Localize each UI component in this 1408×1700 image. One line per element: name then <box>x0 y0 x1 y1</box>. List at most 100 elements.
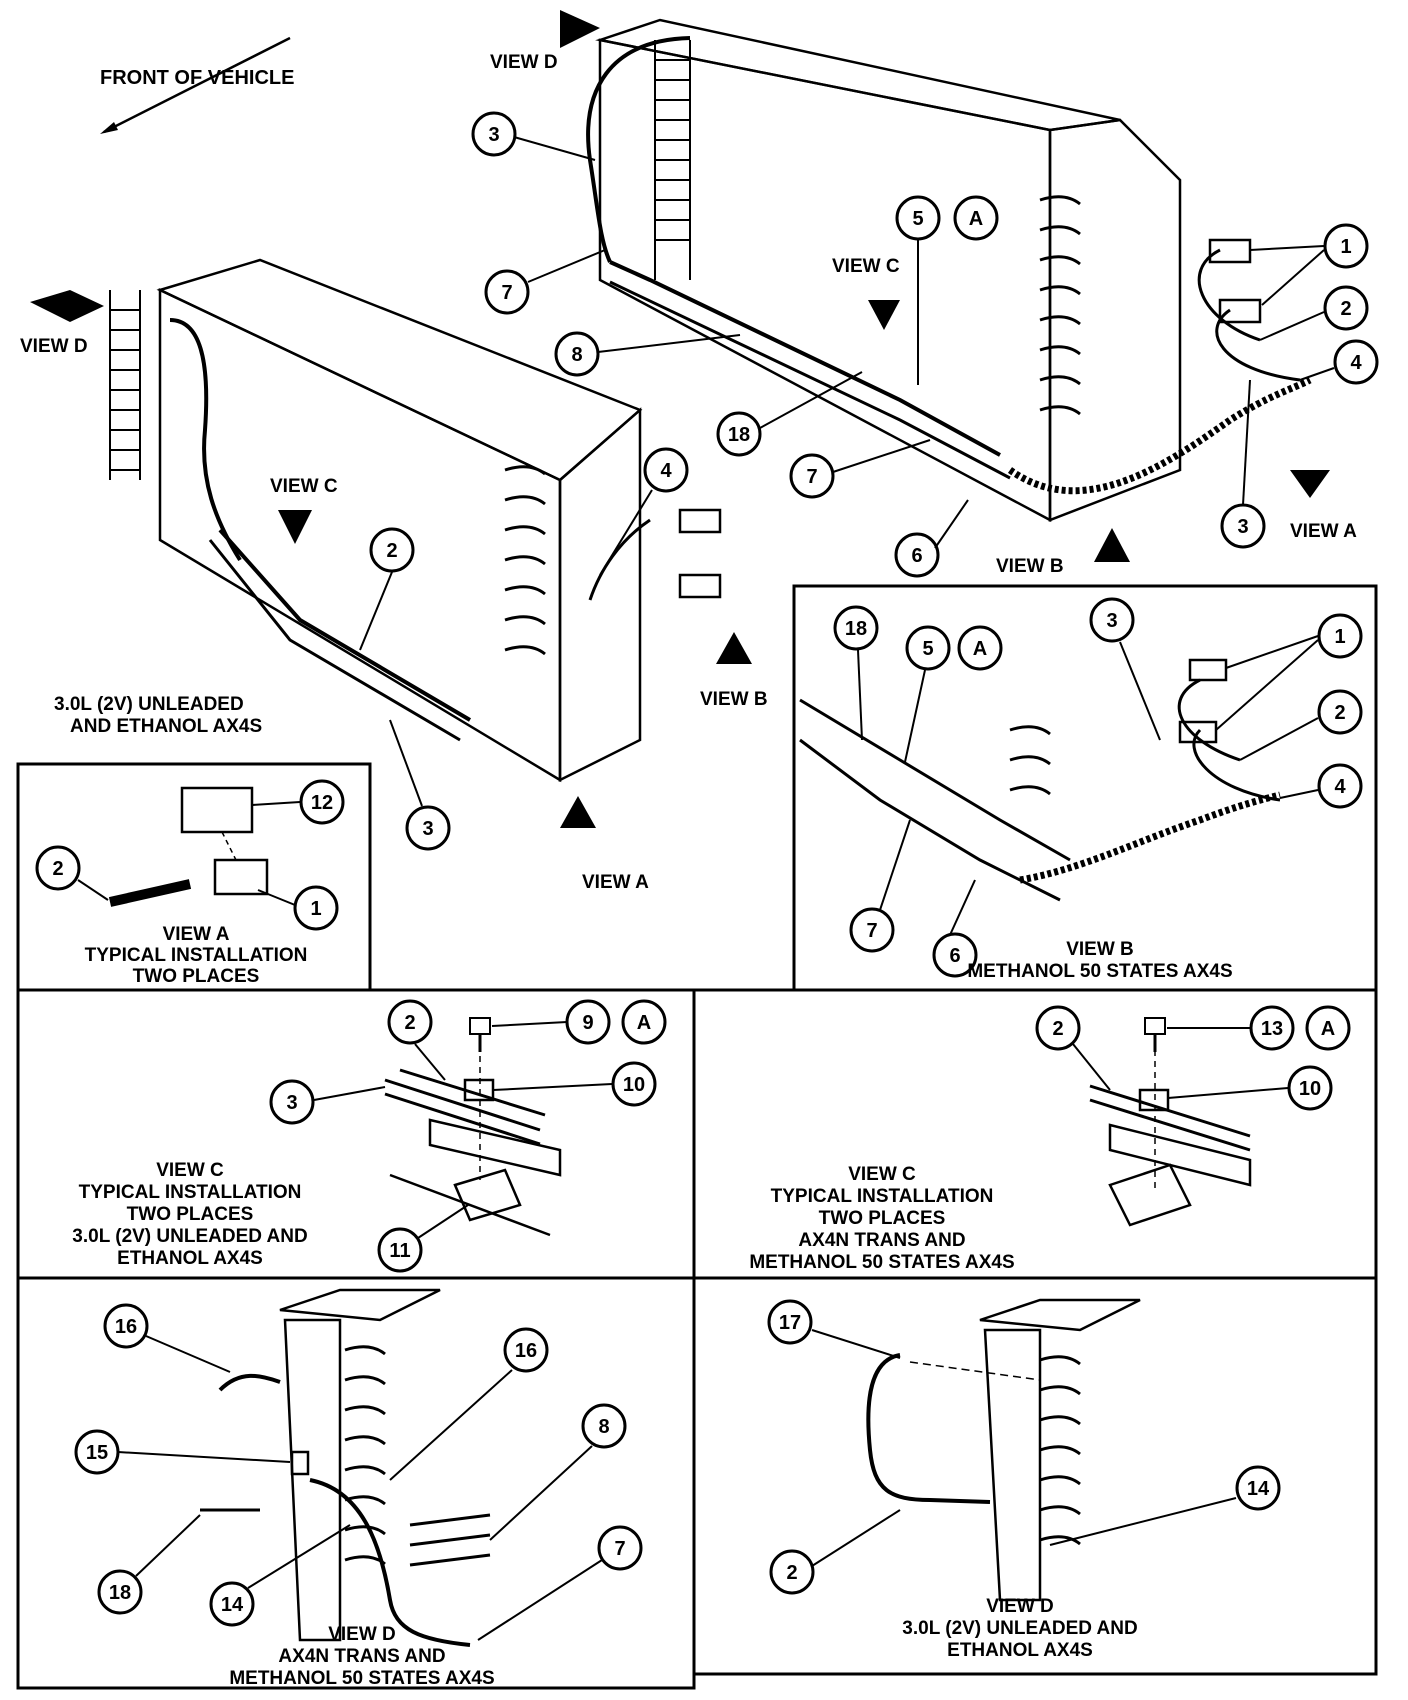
upper-view-c-label: VIEW C <box>832 256 900 277</box>
view-c-right-callout-13: 13 <box>1167 1005 1295 1051</box>
view-b-tube-lower <box>799 738 1061 902</box>
lower-callout-3: 3 <box>389 719 451 851</box>
upper-callout-7a: 7 <box>484 249 606 315</box>
svg-text:3: 3 <box>488 124 499 146</box>
view-d-right-callout-2: 2 <box>769 1509 901 1595</box>
view-c-left-mount-plate <box>453 1168 522 1222</box>
view-b-callout-4: 4 <box>1279 763 1363 809</box>
svg-text:1: 1 <box>1340 236 1351 258</box>
lower-callout-4: 4 <box>599 447 689 576</box>
view-d-left-callout-7: 7 <box>477 1525 643 1641</box>
view-b-callout-1: 1 <box>1215 613 1363 731</box>
view-d-left-fitting-15 <box>290 1450 310 1476</box>
view-b-callout-a: A <box>957 625 1003 671</box>
upper-view-a-label: VIEW A <box>1290 521 1357 542</box>
svg-text:3: 3 <box>286 1092 297 1114</box>
upper-callout-6: 6 <box>894 499 969 578</box>
svg-text:16: 16 <box>515 1340 537 1362</box>
view-c-left-mount-rail <box>389 1173 551 1237</box>
lower-view-c-label: VIEW C <box>270 476 338 497</box>
view-d-left-top-cap <box>279 1288 441 1322</box>
view-b-callout-6: 6 <box>932 879 978 978</box>
lower-caption-line-1: 3.0L (2V) UNLEADED <box>54 694 244 715</box>
view-c-right-caption-3: TWO PLACES <box>819 1208 946 1229</box>
upper-radiator-top-bar <box>595 18 1121 132</box>
upper-view-b-arrow <box>1094 528 1130 562</box>
view-d-right-top-cap <box>979 1298 1141 1332</box>
view-c-left-caption-5: ETHANOL AX4S <box>117 1248 263 1269</box>
upper-cooler-tube-8 <box>609 260 1001 457</box>
upper-callout-a: A <box>953 195 999 241</box>
svg-text:7: 7 <box>806 466 817 488</box>
panel-view-a: 12 2 1 VIEW A TYPICAL INSTALLATION TWO P… <box>16 762 372 992</box>
view-d-right-cooler-line-2 <box>866 1353 991 1504</box>
view-d-left-caption-3: METHANOL 50 STATES AX4S <box>229 1668 494 1689</box>
view-c-left-caption-3: TWO PLACES <box>127 1204 254 1225</box>
view-d-right-caption-3: ETHANOL AX4S <box>947 1640 1093 1661</box>
svg-text:9: 9 <box>582 1012 593 1034</box>
front-direction-arrow <box>103 36 291 134</box>
view-d-right-callout-17: 17 <box>767 1299 901 1359</box>
upper-callout-2: 2 <box>1259 285 1369 341</box>
lower-view-d-arrow <box>30 290 104 322</box>
view-d-left-caption-2: AX4N TRANS AND <box>278 1646 445 1667</box>
svg-text:10: 10 <box>1299 1078 1321 1100</box>
view-c-left-bolt-icon <box>469 1017 491 1052</box>
upper-fitting-1b <box>1218 298 1262 324</box>
view-c-left-callout-9: 9 <box>491 999 611 1045</box>
upper-view-d-arrow <box>560 10 600 48</box>
lower-view-c-arrow <box>278 510 312 544</box>
view-a-clip-12 <box>180 786 254 834</box>
upper-view-a-arrow <box>1290 470 1330 498</box>
view-c-right-callout-a: A <box>1305 1005 1351 1051</box>
svg-text:2: 2 <box>786 1562 797 1584</box>
svg-text:A: A <box>1321 1018 1335 1040</box>
view-b-callout-7: 7 <box>849 819 911 953</box>
lower-fin-ladder <box>109 290 141 480</box>
panel-view-d-right: 17 14 2 VIEW D 3.0L (2V) UNLEADED AND ET… <box>692 1276 1378 1676</box>
lower-caption-line-2: AND ETHANOL AX4S <box>70 716 262 737</box>
view-a-caption-2: TYPICAL INSTALLATION <box>85 945 308 966</box>
upper-corrugated-harness <box>1007 376 1312 495</box>
view-c-right-bolt-icon <box>1144 1017 1166 1052</box>
svg-text:4: 4 <box>1350 352 1362 374</box>
upper-callout-3b: 3 <box>1220 379 1266 549</box>
view-c-right-mount-plate <box>1108 1163 1192 1227</box>
view-b-fitting-bottom <box>1178 720 1218 744</box>
view-b-tube-upper <box>799 698 1071 862</box>
svg-text:A: A <box>973 638 987 660</box>
view-b-fitting-top <box>1188 658 1228 682</box>
view-b-callout-3: 3 <box>1089 597 1161 741</box>
upper-view-c-arrow <box>868 300 900 330</box>
panel-view-c-left: 2 9 A 10 3 11 VIEW C TYPICAL INSTALLATIO… <box>16 988 696 1280</box>
view-d-left-tubes-8 <box>409 1513 491 1567</box>
main-lower-drawing: VIEW D VIEW C VIEW B VIEW A 3.0L (2V) UN… <box>20 258 768 893</box>
svg-text:3: 3 <box>1106 610 1117 632</box>
svg-text:18: 18 <box>109 1582 131 1604</box>
svg-text:8: 8 <box>598 1416 609 1438</box>
view-d-left-cooler-line <box>309 1478 471 1647</box>
front-of-vehicle-indicator: FRONT OF VEHICLE <box>100 36 294 134</box>
svg-text:5: 5 <box>922 638 933 660</box>
upper-view-d-label: VIEW D <box>490 52 558 73</box>
upper-callout-7b: 7 <box>789 439 931 499</box>
view-a-caption-1: VIEW A <box>163 924 230 945</box>
view-d-left-callout-16a: 16 <box>103 1303 231 1373</box>
view-c-left-bracket <box>428 1118 562 1177</box>
svg-text:2: 2 <box>52 858 63 880</box>
svg-text:A: A <box>969 208 983 230</box>
svg-text:17: 17 <box>779 1312 801 1334</box>
lower-view-b-label: VIEW B <box>700 689 768 710</box>
svg-text:1: 1 <box>1334 626 1345 648</box>
svg-text:15: 15 <box>86 1442 108 1464</box>
svg-text:2: 2 <box>404 1012 415 1034</box>
view-b-connector-line-b <box>1192 728 1281 802</box>
lower-cooler-tube-3 <box>208 539 461 742</box>
view-d-left-callout-8: 8 <box>489 1403 627 1541</box>
lower-radiator-top-bar <box>156 258 643 482</box>
view-c-right-bracket <box>1108 1123 1252 1187</box>
svg-text:11: 11 <box>389 1240 410 1262</box>
front-of-vehicle-label: FRONT OF VEHICLE <box>100 67 294 89</box>
view-a-tube-2 <box>108 879 192 907</box>
svg-text:6: 6 <box>911 545 922 567</box>
